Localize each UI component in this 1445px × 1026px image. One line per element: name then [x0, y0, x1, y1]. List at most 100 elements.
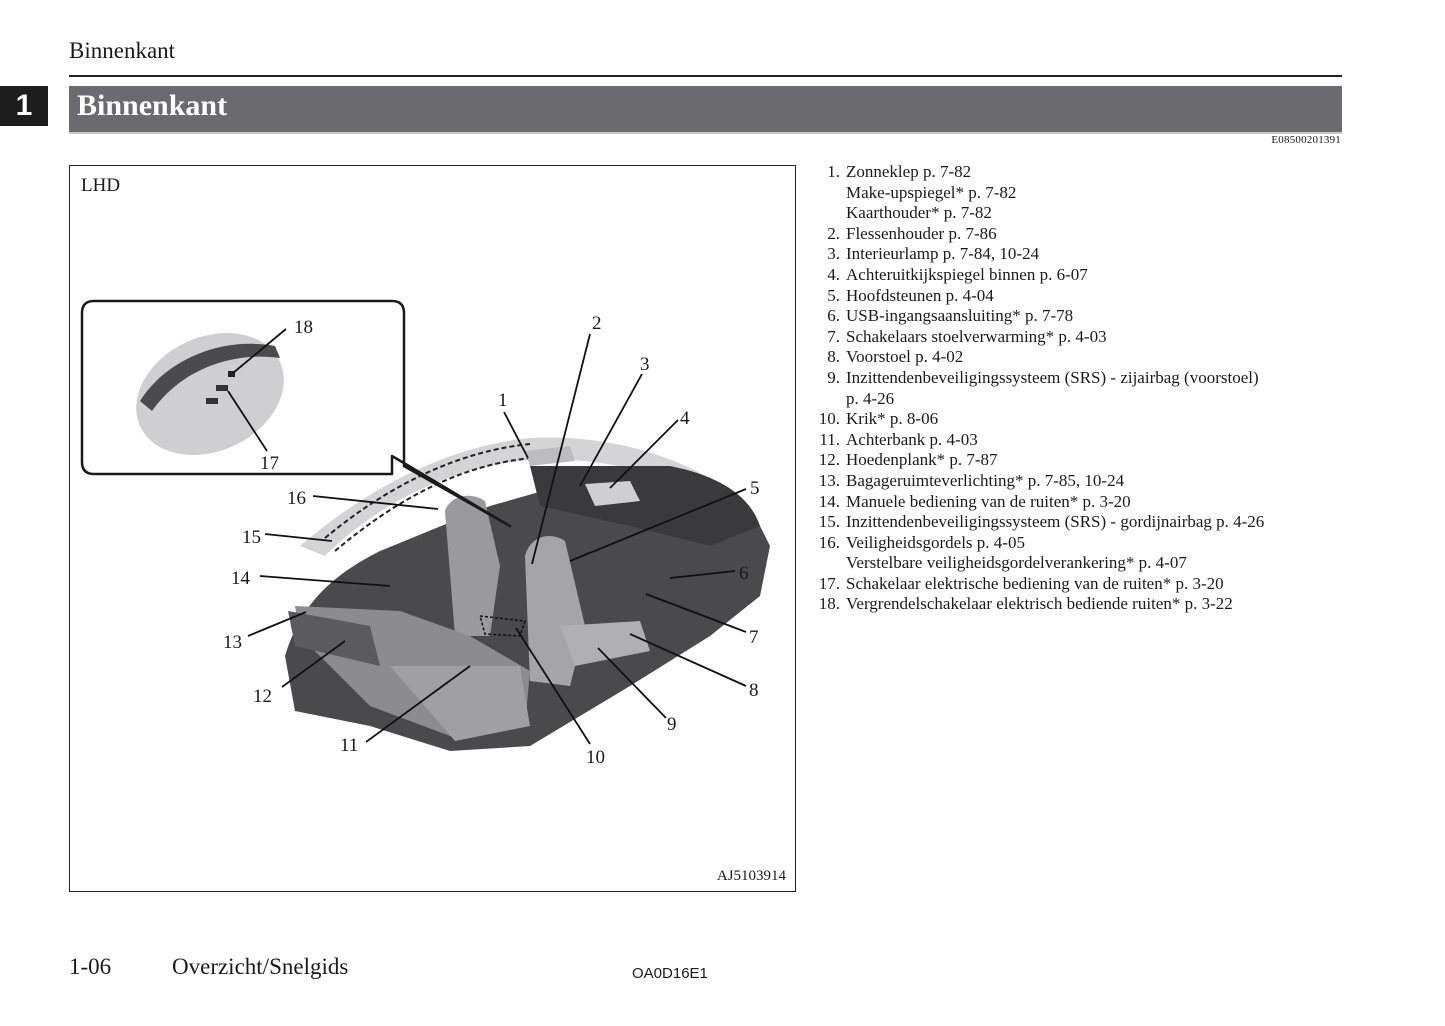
- legend-item: 9. Inzittendenbeveiligingssysteem (SRS) -…: [812, 368, 1264, 409]
- callout-6: 6: [739, 563, 749, 584]
- variant-label: LHD: [81, 175, 121, 196]
- legend-item-text: Krik* p. 8-06: [846, 409, 939, 429]
- legend-item: 14. Manuele bediening van de ruiten* p. 3…: [812, 492, 1264, 513]
- legend-item-text: Veiligheidsgordels p. 4-05: [846, 532, 1025, 552]
- legend-item-number: 10.: [818, 409, 840, 429]
- manual-code: OA0D16E1: [632, 965, 708, 982]
- legend-item-text: Bagageruimteverlichting* p. 7-85, 10-24: [846, 470, 1125, 490]
- legend-item: 10. Krik* p. 8-06: [812, 409, 1264, 430]
- legend-item: 13. Bagageruimteverlichting* p. 7-85, 10-…: [812, 471, 1264, 492]
- curtain-airbag-outline: [324, 443, 531, 539]
- sun-visor: [525, 446, 575, 466]
- legend-item: 18. Vergrendelschakelaar elektrisch bedie…: [812, 594, 1264, 615]
- legend-item-text: Interieurlamp p. 7-84, 10-24: [846, 244, 1040, 264]
- chapter-tab: 1: [0, 86, 48, 126]
- callout-8: 8: [749, 680, 759, 701]
- callout-14: 14: [231, 568, 251, 589]
- window-switch-2: [206, 398, 218, 404]
- legend-item: 11. Achterbank p. 4-03: [812, 430, 1264, 451]
- driver-seat: [445, 495, 500, 636]
- figure-code: AJ5103914: [716, 868, 786, 884]
- legend-item-number: 11.: [819, 429, 840, 449]
- callout-1: 1: [498, 390, 508, 411]
- callout-5: 5: [750, 478, 760, 499]
- legend-item-text: Hoedenplank* p. 7-87: [846, 450, 998, 470]
- legend-item-text: Achterbank p. 4-03: [846, 429, 978, 449]
- legend-item: 4. Achteruitkijkspiegel binnen p. 6-07: [812, 265, 1264, 286]
- car-interior-illustration: 18 17 2 3 4 1 5 6 7 8 9 10 11 12 13 14 1…: [80, 299, 770, 768]
- callout-2: 2: [592, 313, 602, 334]
- window-switch-1: [216, 385, 228, 391]
- legend-item-text: USB-ingangsaansluiting* p. 7-78: [846, 306, 1074, 326]
- legend-item: 15. Inzittendenbeveiligingssysteem (SRS) …: [812, 512, 1265, 533]
- callout-12: 12: [253, 686, 272, 707]
- legend-item-number: 9.: [827, 367, 840, 387]
- legend-item-number: 7.: [827, 326, 840, 346]
- legend-item: 5. Hoofdsteunen p. 4-04: [812, 286, 1264, 307]
- callout-9: 9: [667, 714, 677, 735]
- callout-18: 18: [294, 317, 313, 338]
- legend-item-text: Make-upspiegel* p. 7-82: [846, 182, 1017, 202]
- callout-4: 4: [680, 408, 690, 429]
- callout-10: 10: [586, 747, 605, 768]
- legend-item-number: 1.: [827, 162, 840, 181]
- legend-item-text: p. 4-26: [846, 388, 895, 408]
- callout-17: 17: [260, 453, 279, 474]
- legend-item-number: 4.: [827, 264, 840, 284]
- legend-item-text: Flessenhouder p. 7-86: [846, 223, 997, 243]
- legend-item-text: Achteruitkijkspiegel binnen p. 6-07: [846, 264, 1088, 284]
- legend-item-number: 17.: [818, 573, 840, 593]
- legend-item-number: 16.: [818, 532, 840, 552]
- section-title-bar: Binnenkant: [69, 86, 1342, 134]
- legend-item-text: Kaarthouder* p. 7-82: [846, 203, 992, 223]
- legend-item: 2. Flessenhouder p. 7-86: [812, 224, 1264, 245]
- running-head: Binnenkant: [69, 38, 176, 63]
- legend-item-number: 3.: [827, 244, 840, 264]
- callout-3: 3: [640, 354, 650, 375]
- callout-7: 7: [749, 627, 759, 648]
- legend-item-number: 12.: [818, 450, 840, 470]
- parcel-shelf: [288, 611, 380, 666]
- section-title: Binnenkant: [77, 89, 228, 122]
- jack-outline: [478, 615, 527, 637]
- legend-item-text: Inzittendenbeveiligingssysteem (SRS) - z…: [846, 367, 1259, 387]
- legend-item: 3. Interieurlamp p. 7-84, 10-24: [812, 244, 1264, 265]
- page-number: 1-06: [69, 954, 112, 979]
- footer-section-name: Overzicht/Snelgids: [172, 954, 349, 979]
- legend-item-number: 2.: [827, 223, 840, 243]
- legend-item-number: 13.: [818, 470, 840, 490]
- legend-item-text: Schakelaar elektrische bediening van de …: [846, 573, 1224, 593]
- legend-item-number: 18.: [818, 594, 840, 614]
- legend-item-text: Manuele bediening van de ruiten* p. 3-20: [846, 491, 1131, 511]
- legend-item-number: 6.: [827, 306, 840, 326]
- legend-item: 6. USB-ingangsaansluiting* p. 7-78: [812, 306, 1264, 327]
- legend-item: 8. Voorstoel p. 4-02: [812, 347, 1264, 368]
- leader-lines: [227, 328, 747, 745]
- window-lock-switch: [228, 371, 235, 377]
- legend-item: 7.Schakelaars stoelverwarming* p. 4-03: [812, 327, 1264, 348]
- callout-15: 15: [242, 527, 261, 548]
- rear-view-mirror: [585, 481, 640, 506]
- interior-figure: LHD: [69, 165, 796, 892]
- legend-item-text: Hoofdsteunen p. 4-04: [846, 285, 994, 305]
- callout-13: 13: [223, 632, 242, 653]
- callout-11: 11: [340, 735, 358, 756]
- document-code: E08500201391: [1271, 134, 1341, 146]
- legend-item-number: 15.: [818, 512, 840, 532]
- legend-item-text: Voorstoel p. 4-02: [846, 347, 964, 367]
- legend-item-number: 14.: [818, 491, 840, 511]
- legend-item-text: Verstelbare veiligheidsgordelverankering…: [846, 553, 1187, 573]
- legend-item: 12. Hoedenplank* p. 7-87: [812, 450, 1264, 471]
- callout-16: 16: [287, 488, 306, 509]
- legend-item-text: Inzittendenbeveiligingssysteem (SRS) - g…: [846, 512, 1265, 532]
- inset-door-panel: [136, 332, 284, 456]
- legend-item-number: 5.: [827, 285, 840, 305]
- legend-item: 17. Schakelaar elektrische bediening van …: [812, 574, 1264, 595]
- legend-item-number: 8.: [827, 347, 840, 367]
- header-rule: [69, 75, 1342, 77]
- legend-item-text: Vergrendelschakelaar elektrisch bediende…: [846, 594, 1233, 614]
- legend-item-text: Zonneklep p. 7-82: [846, 162, 972, 181]
